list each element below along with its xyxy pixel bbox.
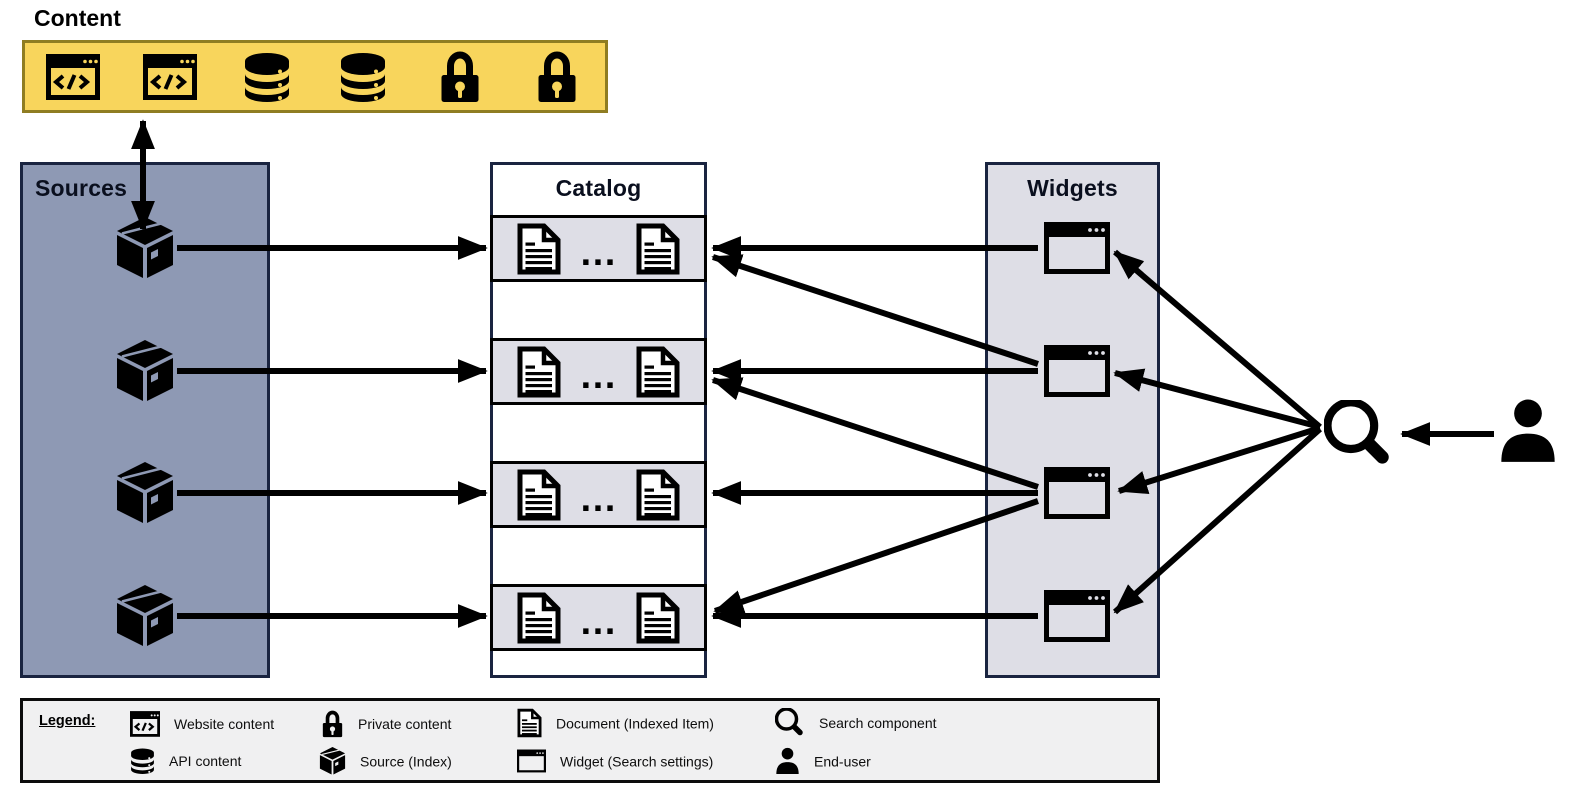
document-icon [517, 469, 561, 521]
source-index-icon [115, 216, 175, 280]
search-component-icon [1324, 400, 1394, 470]
document-icon [636, 223, 680, 275]
document-icon [636, 469, 680, 521]
document-icon [517, 709, 542, 738]
website-icon [143, 54, 197, 100]
database-icon [339, 50, 387, 104]
database-icon [130, 747, 155, 775]
sources-title: Sources [35, 175, 128, 201]
widget-icon [1044, 467, 1110, 519]
source-index-icon [115, 461, 175, 525]
widget-icon [1044, 222, 1110, 274]
document-icon [636, 346, 680, 398]
catalog-title: Catalog [555, 175, 642, 201]
website-icon [130, 711, 160, 737]
user-icon [775, 748, 800, 775]
legend-label: Source (Index) [360, 753, 452, 769]
legend-label: Document (Indexed Item) [556, 715, 714, 731]
legend-label: Widget (Search settings) [560, 753, 714, 769]
legend-item: Document (Indexed Item) [517, 709, 714, 738]
cube-icon [319, 747, 346, 776]
ellipsis-dots: … [579, 355, 618, 397]
ellipsis-dots: … [579, 232, 618, 274]
content-box [22, 40, 608, 113]
lock-icon [535, 49, 579, 105]
document-icon [517, 592, 561, 644]
content-title: Content [34, 5, 121, 31]
lock-icon [438, 49, 482, 105]
widgets-title: Widgets [1027, 175, 1118, 201]
legend-item: Private content [321, 709, 451, 739]
ellipsis-dots: … [579, 478, 618, 520]
ellipsis-dots: … [579, 601, 618, 643]
sources-panel: Sources [20, 162, 270, 678]
widget-icon [1044, 590, 1110, 642]
legend-item: End-user [775, 748, 871, 775]
catalog-row: … [490, 584, 707, 651]
widget-icon [517, 750, 546, 773]
source-index-icon [115, 584, 175, 648]
website-icon [46, 54, 100, 100]
legend-item: Website content [130, 711, 274, 737]
catalog-row: … [490, 461, 707, 528]
legend-label: End-user [814, 753, 871, 769]
legend-label: Search component [819, 715, 937, 731]
document-icon [636, 592, 680, 644]
catalog-row: … [490, 338, 707, 405]
document-icon [517, 346, 561, 398]
legend-label: Website content [174, 716, 275, 732]
catalog-panel: Catalog … … … … [490, 162, 707, 678]
database-icon [243, 50, 291, 104]
widget-icon [1044, 345, 1110, 397]
source-index-icon [115, 339, 175, 403]
search-icon [775, 708, 805, 738]
widgets-panel: Widgets [985, 162, 1160, 678]
document-icon [517, 223, 561, 275]
legend-label: Private content [358, 716, 452, 732]
legend-label: API content [169, 753, 242, 769]
lock-icon [321, 709, 344, 739]
legend-item: API content [130, 747, 241, 775]
legend-title: Legend: [39, 713, 96, 729]
end-user-icon [1498, 399, 1558, 463]
legend-item: Widget (Search settings) [517, 750, 713, 773]
legend-item: Source (Index) [319, 747, 452, 776]
legend-item: Search component [775, 708, 937, 738]
catalog-row: … [490, 215, 707, 282]
legend: Legend: Website content Private content … [20, 698, 1160, 783]
